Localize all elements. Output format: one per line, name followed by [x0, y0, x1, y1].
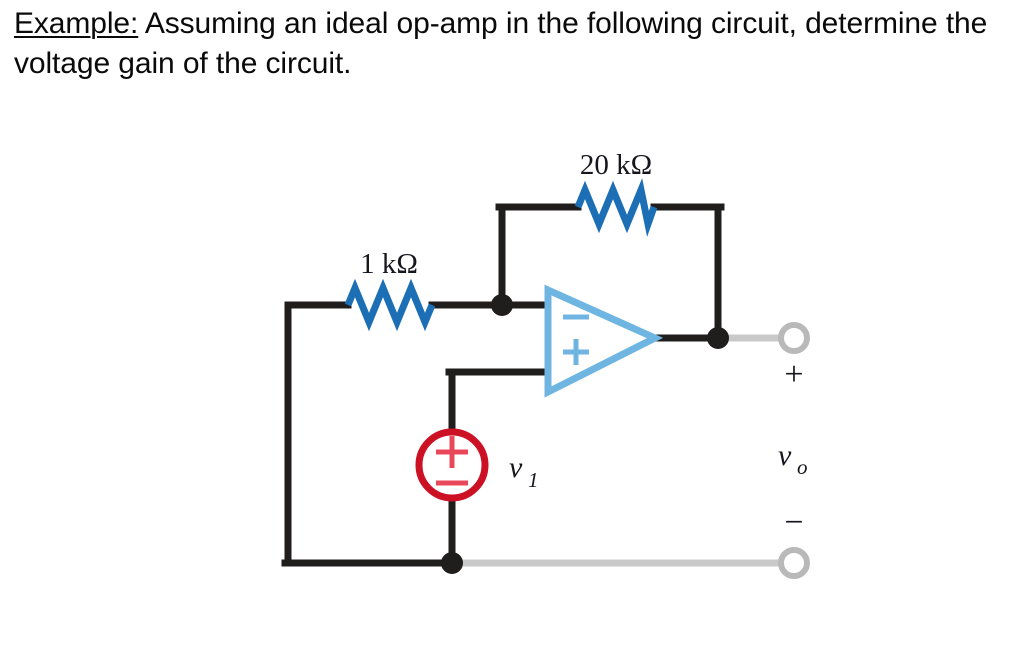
output-port-label-subscript: o [797, 455, 808, 479]
op-amp [544, 284, 664, 398]
resistor-20k-label: 20 kΩ [580, 149, 652, 181]
terminal-group [778, 322, 810, 579]
resistor-20k-zigzag [574, 178, 658, 238]
problem-lead: Example: [14, 7, 139, 40]
junction-dot-reference-node [441, 552, 463, 574]
output-port-minus-label: − [784, 504, 803, 541]
junction-dot-output-node [707, 327, 729, 349]
wire-group-black [281, 203, 725, 570]
resistor-1k-label: 1 kΩ [360, 248, 418, 280]
voltage-source-label-subscript: 1 [528, 468, 539, 492]
circuit-diagram: 1 kΩ 20 kΩ v 1 + v o − [0, 110, 1024, 654]
output-port-plus-label: + [784, 356, 803, 393]
resistor-group [344, 178, 658, 332]
output-port-label-var: v [778, 439, 792, 472]
op-amp-triangle [544, 284, 664, 398]
problem-statement: Assuming an ideal op-amp in the followin… [14, 7, 996, 80]
resistor-1k-zigzag [344, 278, 436, 332]
circuit-svg: 1 kΩ 20 kΩ v 1 + v o − [281, 149, 810, 579]
terminal-output-positive[interactable] [778, 322, 810, 354]
page-title: Example: Assuming an ideal op-amp in the… [14, 4, 1024, 84]
voltage-source-label: v 1 [509, 451, 539, 492]
junction-dot-inverting-node [491, 294, 513, 316]
output-port-label: v o [778, 439, 808, 479]
terminal-output-negative[interactable] [778, 547, 810, 579]
voltage-source-label-var: v [509, 451, 523, 484]
voltage-source-v1 [415, 428, 489, 502]
junction-group [441, 294, 729, 574]
